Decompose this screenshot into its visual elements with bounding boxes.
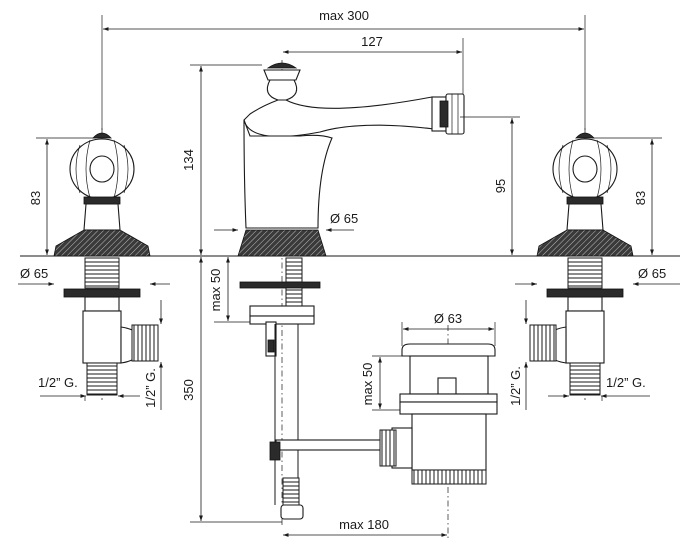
- dim-right-base-diameter: Ø 65: [515, 266, 680, 286]
- label-left-handle-height: 83: [28, 191, 43, 205]
- spout: [237, 62, 465, 257]
- dim-left-handle-height: 83: [28, 137, 96, 257]
- label-left-base-diameter: Ø 65: [20, 266, 48, 281]
- label-overall-width: max 300: [319, 8, 369, 23]
- dim-spout-height: 95: [460, 116, 520, 255]
- dim-drain-height: max 50: [360, 355, 404, 411]
- dim-total-height: 134: [181, 64, 262, 255]
- label-right-thread-vertical: 1/2” G.: [508, 366, 523, 406]
- label-drain-diameter: Ø 63: [434, 311, 462, 326]
- dim-below-deck-length: 350: [181, 257, 282, 523]
- dim-deck-thickness: max 50: [208, 257, 250, 323]
- dim-right-thread-vertical: 1/2” G.: [508, 300, 528, 410]
- label-right-thread: 1/2” G.: [606, 375, 646, 390]
- pop-up-drain: [379, 343, 498, 485]
- right-handle-below-deck: [529, 257, 624, 396]
- dim-left-thread: 1/2” G.: [38, 375, 140, 401]
- label-below-deck-length: 350: [181, 379, 196, 401]
- label-total-height: 134: [181, 149, 196, 171]
- dim-drain-distance: max 180: [283, 517, 447, 537]
- label-right-handle-height: 83: [633, 191, 648, 205]
- dim-overall-width: max 300: [101, 8, 586, 130]
- dim-left-thread-vertical: 1/2” G.: [143, 300, 163, 410]
- spout-below-deck: [239, 257, 407, 520]
- dim-right-thread: 1/2” G.: [548, 375, 650, 401]
- label-spout-height: 95: [493, 179, 508, 193]
- right-handle: [536, 132, 634, 257]
- label-right-base-diameter: Ø 65: [638, 266, 666, 281]
- dim-spout-reach: 127: [283, 34, 464, 100]
- dim-right-handle-height: 83: [592, 137, 662, 257]
- label-left-thread-vertical: 1/2” G.: [143, 368, 158, 408]
- left-handle: [53, 132, 151, 257]
- label-left-thread: 1/2” G.: [38, 375, 78, 390]
- dim-spout-base-diameter: Ø 65: [214, 211, 358, 232]
- dim-left-base-diameter: Ø 65: [18, 266, 170, 286]
- label-deck-thickness: max 50: [208, 269, 223, 312]
- label-spout-reach: 127: [361, 34, 383, 49]
- label-spout-base-diameter: Ø 65: [330, 211, 358, 226]
- label-drain-height: max 50: [360, 363, 375, 406]
- dim-drain-diameter: Ø 63: [401, 311, 496, 346]
- label-drain-distance: max 180: [339, 517, 389, 532]
- left-handle-below-deck: [63, 257, 159, 396]
